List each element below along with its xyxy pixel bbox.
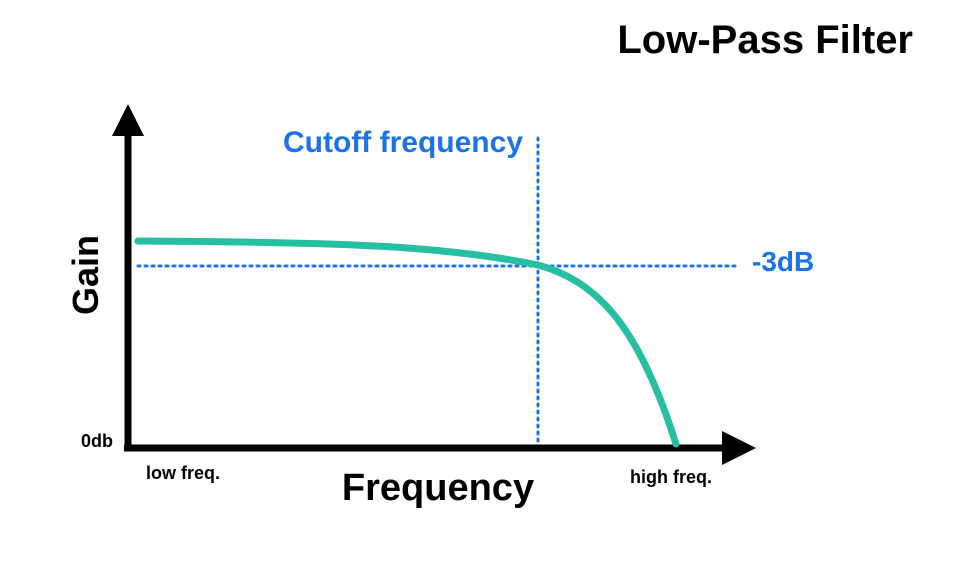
minus-3db-label: -3dB [752,246,814,277]
y-axis-arrowhead [112,104,144,136]
low-frequency-label: low freq. [146,463,220,483]
origin-label: 0db [81,431,113,451]
cutoff-frequency-label: Cutoff frequency [283,126,523,159]
diagram-title: Low-Pass Filter [617,18,913,62]
y-axis-label: Gain [65,235,106,315]
filter-response-curve [134,237,680,448]
high-frequency-label: high freq. [630,467,712,487]
x-axis-arrowhead [722,431,756,465]
x-axis-label: Frequency [342,467,534,509]
